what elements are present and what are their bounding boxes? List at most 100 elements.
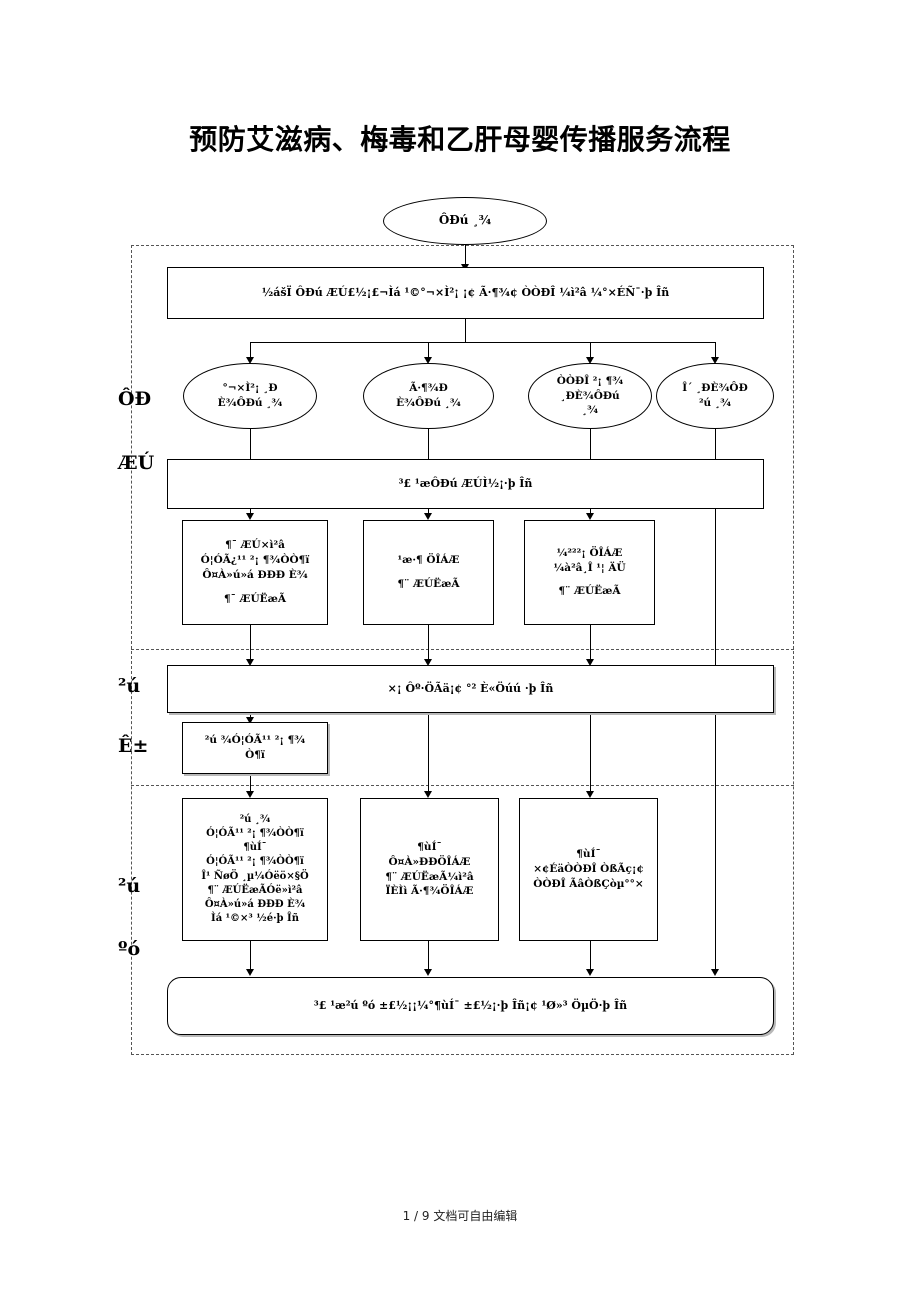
delivery-record-line-1: ²ú ¾Ó¦ÓÃ¹¹ ²¡ ¶¾	[204, 734, 306, 747]
connector-antenatal-int3	[590, 509, 591, 515]
followup-label: ³£ ¹æ²ú ºó ±£½¡¡¼°¶ùÍ¯ ±£½¡·þ Îñ¡¢ ¹Ø»³ …	[313, 999, 628, 1013]
postnatal-hiv-line-8: Ìá ¹©×³ ½é·þ Îñ	[211, 913, 299, 925]
arrow-oval-2	[424, 357, 432, 364]
intervention-hiv-line-3: Ô¤À»ú»á ÐÐÐ È¾	[202, 569, 308, 581]
delivery-record-box: ²ú ¾Ó¦ÓÃ¹¹ ²¡ ¶¾ Ò¶ï	[182, 722, 328, 774]
connector-int1-delivery	[250, 625, 251, 663]
connector-post2-followup	[428, 941, 429, 974]
connector-bus-oval-2	[428, 342, 429, 360]
oval-hbv-line-3: ¸¾	[581, 404, 599, 417]
stage-label-shi: Ê±	[118, 735, 149, 757]
stage-label-hou: ºó	[118, 938, 141, 960]
oval-syphilis-line-1: Ã·¶¾Ð	[409, 382, 448, 395]
postnatal-hbv-line-1: ¶ùÍ¯	[576, 848, 601, 861]
postnatal-hbv-line-2: ×¢ÉäÒÒÐÎ ÒßÃç¡¢	[533, 863, 644, 876]
antenatal-care-label: ³£ ¹æÔÐú ÆÚÌ½¡·þ Îñ	[398, 477, 533, 491]
arrow-rail-final	[711, 969, 719, 976]
arrow-oval-4	[711, 357, 719, 364]
postnatal-hiv-line-6: ¶¨ ÆÚËæÃÓë»ì²â	[207, 884, 303, 896]
connector-oval3-antenatal	[590, 429, 591, 459]
oval-negative-line-1: Î´ ¸ÐÈ¾ÔÐ	[682, 382, 748, 395]
stage-label-chan-hou: ²ú	[118, 875, 141, 897]
start-node-label: ÔÐú ¸¾	[438, 213, 492, 228]
arrow-delivery-1	[246, 659, 254, 666]
section-divider-delivery	[131, 649, 794, 650]
intake-box-label: ½ášÏ ÔÐú ÆÚ£½¡£¬Ìá ¹©°¬×Ì²¡ ¡¢ Ã·¶¾¢ ÒÒÐ…	[261, 286, 670, 300]
arrow-followup-1	[246, 969, 254, 976]
connector-bus-oval-1	[250, 342, 251, 360]
postnatal-hiv-box: ²ú ¸¾ Ó¦ÓÃ¹¹ ²¡ ¶¾ÒÒ¶ï ¶ùÍ¯ Ó¦ÓÃ¹¹ ²¡ ¶¾…	[182, 798, 328, 941]
intervention-syphilis-line-1: ¹æ·¶ ÖÎÁÆ	[397, 554, 460, 567]
connector-post1-followup	[250, 941, 251, 974]
stage-label-qi: ÆÚ	[118, 452, 155, 474]
connector-antenatal-int1	[250, 509, 251, 515]
oval-negative-line-2: ²ú ¸¾	[698, 397, 732, 409]
connector-antenatal-int2	[428, 509, 429, 515]
intervention-syphilis-line-3: ¶¨ ÆÚËæÃ	[397, 578, 460, 590]
oval-negative: Î´ ¸ÐÈ¾ÔÐ ²ú ¸¾	[656, 363, 774, 429]
intervention-hbv-line-1: ¼²²²¡ ÖÎÁÆ	[556, 546, 623, 559]
oval-hiv-line-1: °¬×Ì²¡ ¸Ð	[222, 382, 278, 395]
arrow-post1	[246, 791, 254, 798]
connector-delivery-post2	[428, 713, 429, 795]
postnatal-hiv-line-2: Ó¦ÓÃ¹¹ ²¡ ¶¾ÒÒ¶ï	[206, 827, 304, 839]
delivery-service-label: ×¡ Ôº·ÖÃä¡¢ °² È«Öúú ·þ Îñ	[387, 682, 554, 696]
delivery-service-box: ×¡ Ôº·ÖÃä¡¢ °² È«Öúú ·þ Îñ	[167, 665, 774, 713]
oval-hbv-line-1: ÒÒÐÎ ²¡ ¶¾	[556, 374, 624, 387]
arrow-post2	[424, 791, 432, 798]
intervention-hiv-line-1: ¶¯ ÆÚ×ì²â	[225, 539, 285, 552]
postnatal-hiv-line-4: Ó¦ÓÃ¹¹ ²¡ ¶¾ÒÒ¶ï	[206, 856, 304, 868]
connector-delivery-record	[250, 713, 251, 720]
connector-start-intake	[465, 245, 466, 267]
oval-hiv: °¬×Ì²¡ ¸Ð È¾ÔÐú ¸¾	[183, 363, 317, 429]
stage-label-yun: ÔÐ	[118, 388, 152, 410]
postnatal-syphilis-line-2: Ô¤À»ÐÐÖÎÁÆ	[388, 855, 471, 868]
antenatal-care-box: ³£ ¹æÔÐú ÆÚÌ½¡·þ Îñ	[167, 459, 764, 509]
intervention-hiv-line-2: Ó¦ÓÃ¿¹¹ ²¡ ¶¾ÒÒ¶ï	[200, 554, 310, 567]
intervention-hbv-line-2: ¼à²â¸Î ¹¦ ÄÜ	[553, 561, 626, 574]
intervention-hiv-box: ¶¯ ÆÚ×ì²â Ó¦ÓÃ¿¹¹ ²¡ ¶¾ÒÒ¶ï Ô¤À»ú»á ÐÐÐ …	[182, 520, 328, 625]
intake-box: ½ášÏ ÔÐú ÆÚ£½¡£¬Ìá ¹©°¬×Ì²¡ ¡¢ Ã·¶¾¢ ÒÒÐ…	[167, 267, 764, 319]
section-frame-outer	[131, 245, 794, 1055]
connector-bus-oval-4	[715, 342, 716, 360]
arrow-delivery-2	[424, 659, 432, 666]
oval-syphilis-line-2: È¾ÔÐú ¸¾	[396, 397, 461, 409]
page-title: 预防艾滋病、梅毒和乙肝母婴传播服务流程	[189, 123, 731, 156]
delivery-record-line-2: Ò¶ï	[245, 749, 265, 761]
connector-intake-bus	[465, 319, 466, 342]
intervention-hbv-box: ¼²²²¡ ÖÎÁÆ ¼à²â¸Î ¹¦ ÄÜ ¶¨ ÆÚËæÃ	[524, 520, 655, 625]
arrow-delivery-3	[586, 659, 594, 666]
intervention-hiv-line-5: ¶¯ ÆÚËæÃ	[224, 592, 286, 605]
postnatal-syphilis-line-1: ¶ùÍ¯	[417, 840, 442, 853]
postnatal-hiv-line-1: ²ú ¸¾	[239, 813, 271, 825]
followup-box: ³£ ¹æ²ú ºó ±£½¡¡¼°¶ùÍ¯ ±£½¡·þ Îñ¡¢ ¹Ø»³ …	[167, 977, 774, 1035]
intervention-hbv-line-4: ¶¨ ÆÚËæÃ	[558, 585, 621, 598]
connector-bus-horizontal	[250, 342, 715, 343]
postnatal-hiv-line-7: Ô¤À»ú»á ÐÐÐ È¾	[204, 898, 306, 910]
arrow-followup-2	[424, 969, 432, 976]
postnatal-syphilis-line-4: ÏÈÌì Ã·¶¾ÖÎÁÆ	[385, 885, 474, 898]
start-node: ÔÐú ¸¾	[383, 197, 547, 245]
arrow-post3	[586, 791, 594, 798]
connector-int2-delivery	[428, 625, 429, 663]
connector-int3-delivery	[590, 625, 591, 663]
oval-syphilis: Ã·¶¾Ð È¾ÔÐú ¸¾	[363, 363, 494, 429]
postnatal-syphilis-box: ¶ùÍ¯ Ô¤À»ÐÐÖÎÁÆ ¶¨ ÆÚËæÃ¼ì²â ÏÈÌì Ã·¶¾ÖÎ…	[360, 798, 499, 941]
page-footer: 1 / 9 文档可自由编辑	[402, 1209, 518, 1223]
postnatal-syphilis-line-3: ¶¨ ÆÚËæÃ¼ì²â	[385, 870, 474, 883]
postnatal-hbv-line-3: ÒÒÐÎ ÃâÒßÇòµ°°×	[533, 877, 644, 890]
section-divider-postnatal	[131, 785, 794, 786]
intervention-syphilis-box: ¹æ·¶ ÖÎÁÆ ¶¨ ÆÚËæÃ	[363, 520, 494, 625]
oval-hiv-line-2: È¾ÔÐú ¸¾	[217, 397, 283, 409]
oval-hbv-line-2: ¸ÐÈ¾ÔÐú	[560, 389, 620, 402]
arrow-followup-3	[586, 969, 594, 976]
intervention-hiv-spacer	[189, 583, 321, 592]
postnatal-hiv-line-3: ¶ùÍ¯	[243, 842, 267, 854]
intervention-syphilis-spacer	[370, 568, 487, 577]
arrow-int1	[246, 513, 254, 520]
connector-record-post1	[250, 774, 251, 796]
connector-oval1-antenatal	[250, 429, 251, 459]
connector-oval2-antenatal	[428, 429, 429, 459]
